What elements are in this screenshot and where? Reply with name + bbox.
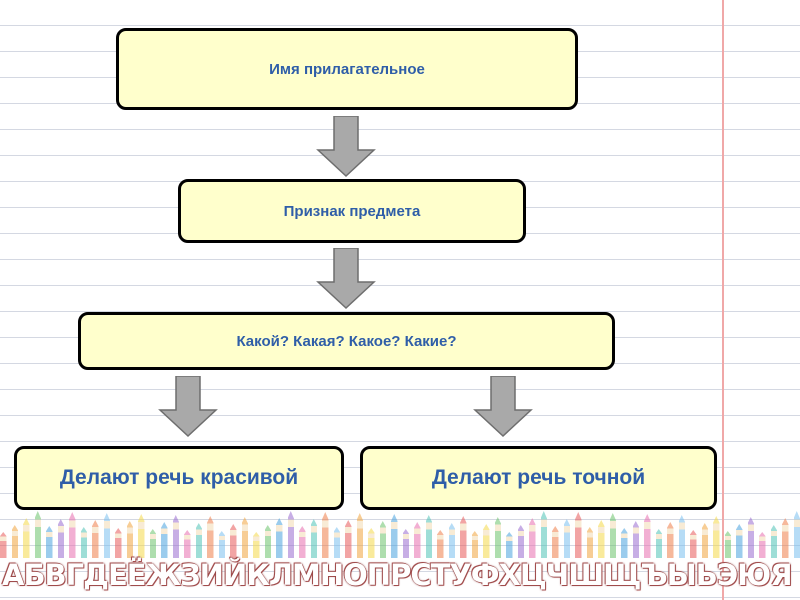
pencil-decoration [184, 530, 191, 558]
pencil-decoration [690, 530, 697, 558]
pencil-decoration [276, 518, 283, 558]
pencil-decoration [69, 512, 76, 558]
pencil-decoration [126, 521, 133, 558]
pencil-decoration [264, 525, 271, 558]
pencil-decoration [115, 528, 122, 558]
pencil-decoration [494, 517, 501, 558]
node-adjective-label: Имя прилагательное [269, 60, 425, 78]
pencil-decoration [172, 515, 179, 558]
pencils-decoration [0, 508, 800, 558]
node-beautiful: Делают речь красивой [14, 446, 344, 510]
pencil-decoration [23, 518, 30, 558]
pencil-decoration [678, 515, 685, 558]
pencil-decoration [793, 511, 800, 558]
pencil-decoration [345, 520, 352, 558]
pencil-decoration [46, 526, 53, 558]
pencil-decoration [0, 532, 7, 558]
pencil-decoration [655, 529, 662, 558]
pencil-decoration [333, 527, 340, 558]
arrow-down-1 [316, 116, 376, 178]
pencil-decoration [517, 525, 524, 558]
pencil-decoration [92, 520, 99, 558]
pencil-decoration [368, 528, 375, 558]
pencil-decoration [299, 526, 306, 558]
pencil-decoration [356, 513, 363, 558]
pencil-decoration [138, 514, 145, 558]
pencil-decoration [310, 519, 317, 558]
pencil-decoration [448, 523, 455, 558]
node-adjective: Имя прилагательное [116, 28, 578, 110]
pencil-decoration [586, 527, 593, 558]
pencil-decoration [770, 525, 777, 558]
arrow-down-right [473, 376, 533, 438]
pencil-decoration [207, 516, 214, 558]
node-feature: Признак предмета [178, 179, 526, 243]
node-precise-label: Делают речь точной [431, 466, 646, 489]
pencil-decoration [460, 516, 467, 558]
node-questions: Какой? Какая? Какое? Какие? [78, 312, 615, 370]
notebook-margin-line [722, 0, 724, 600]
pencil-decoration [471, 531, 478, 558]
pencil-decoration [253, 532, 260, 558]
pencil-decoration [736, 524, 743, 558]
pencil-decoration [414, 522, 421, 558]
pencil-decoration [103, 513, 110, 558]
pencil-decoration [241, 517, 248, 558]
pencil-decoration [218, 531, 225, 558]
pencil-decoration [402, 529, 409, 558]
pencil-decoration [724, 531, 731, 558]
pencil-decoration [195, 523, 202, 558]
pencil-decoration [598, 520, 605, 558]
node-feature-label: Признак предмета [283, 202, 421, 220]
node-questions-label: Какой? Какая? Какое? Какие? [236, 332, 457, 350]
pencil-decoration [529, 518, 536, 558]
arrow-down-2 [316, 248, 376, 310]
pencil-decoration [552, 526, 559, 558]
pencil-decoration [425, 515, 432, 558]
alphabet-strip: АБВГДЕЁЖЗИЙКЛМНОПРСТУФХЦЧШЩЪЫЬЭЮЯ [2, 558, 793, 592]
node-precise: Делают речь точной [360, 446, 717, 510]
node-beautiful-label: Делают речь красивой [59, 466, 299, 489]
arrow-down-left [158, 376, 218, 438]
pencil-decoration [149, 529, 156, 558]
pencil-decoration [667, 522, 674, 558]
pencil-decoration [80, 527, 87, 558]
pencil-decoration [782, 518, 789, 558]
pencil-decoration [437, 530, 444, 558]
pencil-decoration [575, 512, 582, 558]
pencil-decoration [391, 514, 398, 558]
pencil-decoration [759, 532, 766, 558]
pencil-decoration [632, 521, 639, 558]
pencil-decoration [287, 511, 294, 558]
pencil-decoration [609, 513, 616, 558]
pencil-decoration [621, 528, 628, 558]
pencil-decoration [747, 517, 754, 558]
pencil-decoration [57, 519, 64, 558]
pencil-decoration [161, 522, 168, 558]
pencil-decoration [713, 516, 720, 558]
pencil-decoration [483, 524, 490, 558]
pencil-decoration [230, 524, 237, 558]
pencil-decoration [701, 523, 708, 558]
pencil-decoration [379, 521, 386, 558]
pencil-decoration [322, 512, 329, 558]
pencil-decoration [540, 511, 547, 558]
pencil-decoration [11, 525, 18, 558]
pencil-decoration [506, 532, 513, 558]
pencil-decoration [34, 511, 41, 558]
pencil-decoration [644, 514, 651, 558]
pencil-decoration [563, 519, 570, 558]
